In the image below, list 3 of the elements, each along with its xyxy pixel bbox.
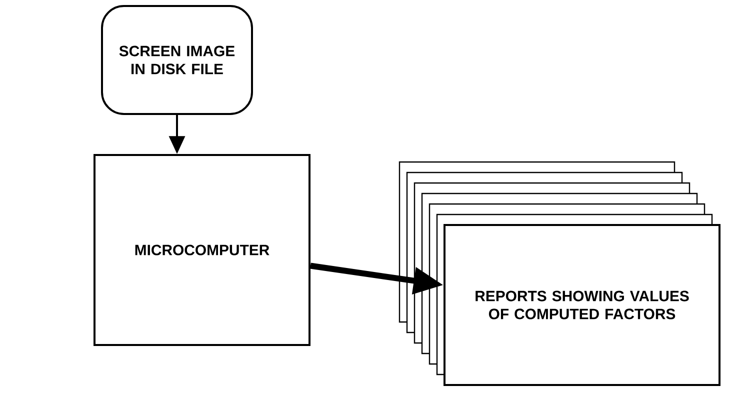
process-box: MICROCOMPUTER [94, 154, 310, 346]
report-page: REPORTS SHOWING VALUES OF COMPUTED FACTORS [444, 224, 720, 386]
terminal-box: SCREEN IMAGE IN DISK FILE [101, 5, 253, 115]
